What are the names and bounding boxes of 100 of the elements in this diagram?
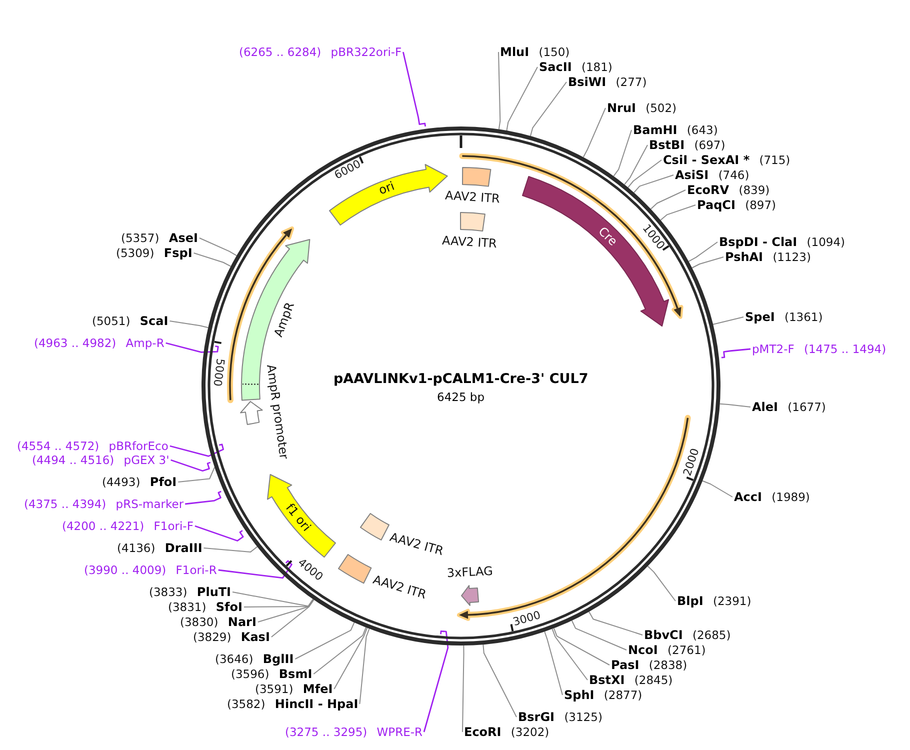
leader-line: [721, 348, 751, 358]
plasmid-size: 6425 bp: [437, 390, 485, 404]
leader-line: [166, 342, 219, 353]
primer-label: (6265 .. 6284) pBR322ori-F: [239, 45, 402, 59]
leader-line: [650, 190, 686, 210]
feature-label: Cre: [596, 224, 620, 249]
feature-label: ori: [378, 180, 397, 198]
restriction-site-label: MluI (150): [500, 45, 570, 59]
feature-label: 3xFLAG: [446, 564, 494, 581]
leader-line: [232, 592, 314, 607]
leader-line: [692, 256, 724, 268]
leader-line: [719, 403, 751, 408]
leader-line: [613, 130, 632, 177]
leader-line: [185, 490, 222, 505]
restriction-site-label: (3591) MfeI: [255, 682, 333, 696]
leader-line: [688, 242, 718, 262]
feature-label: f1 ori: [282, 502, 314, 535]
leader-line: [270, 599, 314, 638]
leader-line: [482, 644, 517, 718]
leader-line: [544, 631, 563, 696]
restriction-site-label: BlpI (2391): [677, 594, 752, 608]
restriction-site-label: AsiSI (746): [675, 168, 750, 182]
leader-line: [571, 620, 627, 650]
leader-line: [193, 252, 232, 267]
restriction-site-label: AccI (1989): [734, 490, 810, 504]
leader-line: [702, 480, 733, 498]
primer-label: (4554 .. 4572) pBRforEco: [17, 439, 168, 453]
leader-line: [334, 627, 368, 690]
leader-line: [257, 599, 314, 622]
scale-label: 5000: [210, 357, 226, 386]
primer-label: (4200 .. 4221) F1ori-F: [62, 519, 194, 533]
leader-line: [294, 622, 355, 660]
primer-label: (4375 .. 4394) pRS-marker: [24, 497, 184, 511]
restriction-site-label: BbvCI (2685): [644, 628, 731, 642]
leader-line: [633, 174, 674, 194]
leader-line: [530, 82, 567, 136]
restriction-site-label: CsiI - SexAI * (715): [663, 153, 790, 167]
leader-line: [712, 316, 744, 325]
restriction-site-label: SacII (181): [539, 60, 612, 74]
leader-line: [170, 444, 224, 457]
restriction-site-label: (3646) BglII: [215, 652, 294, 666]
scale-label: 2000: [681, 446, 702, 478]
leader-line: [178, 466, 216, 482]
leader-line: [359, 628, 370, 704]
restriction-site-label: BamHI (643): [633, 123, 718, 137]
feature-label: AAV2 ITR: [444, 190, 501, 207]
restriction-site-label: (3831) SfoI: [168, 600, 242, 614]
leader-line: [552, 628, 588, 680]
primer-label: (3275 .. 3295) WPRE-R: [285, 725, 422, 739]
primer-label: (3990 .. 4009) F1ori-R: [84, 563, 217, 577]
feature-label: AAV2 ITR: [441, 234, 497, 252]
restriction-site-label: (3833) PluTI: [149, 585, 232, 599]
leader-line: [582, 108, 606, 158]
leader-line: [660, 204, 696, 221]
leader-line: [498, 52, 501, 130]
leader-line: [647, 566, 676, 602]
leader-line: [423, 630, 449, 732]
restriction-site-label: (5309) FspI: [116, 246, 192, 260]
leader-line: [194, 525, 244, 542]
restriction-site-label: SphI (2877): [564, 688, 642, 702]
restriction-site-label: (5051) ScaI: [92, 314, 168, 328]
restriction-site-label: PasI (2838): [611, 658, 688, 672]
restriction-site-label: BsiWI (277): [568, 75, 647, 89]
restriction-site-label: (4136) DraIII: [117, 541, 202, 555]
restriction-site-label: AleI (1677): [752, 400, 826, 414]
leader-line: [624, 144, 648, 185]
restriction-site-label: (5357) AseI: [121, 231, 198, 245]
leader-line: [628, 160, 662, 188]
feature-label: AmpR: [272, 300, 298, 339]
leader-line: [243, 598, 314, 608]
restriction-site-label: BsrGI (3125): [518, 710, 602, 724]
restriction-site-label: BstBI (697): [649, 138, 726, 152]
restriction-site-label: BspDI - ClaI (1094): [719, 235, 846, 249]
leader-line: [218, 560, 292, 579]
restriction-site-label: BstXI (2845): [589, 673, 673, 687]
restriction-site-label: (4493) PfoI: [102, 475, 177, 489]
restriction-site-label: NcoI (2761): [628, 643, 706, 657]
feature-label: AAV2 ITR: [372, 573, 428, 602]
restriction-site-label: (3582) HincII - HpaI: [227, 697, 358, 711]
leader-line: [402, 52, 426, 127]
leader-line: [169, 320, 209, 328]
leader-line: [170, 459, 211, 472]
leader-line: [462, 645, 464, 732]
restriction-site-label: SpeI (1361): [745, 310, 823, 324]
restriction-site-label: NruI (502): [607, 101, 677, 115]
primer-label: (4963 .. 4982) Amp-R: [34, 336, 164, 350]
scale-label: 6000: [332, 158, 364, 183]
leader-line: [588, 611, 643, 636]
feature-label: AAV2 ITR: [388, 530, 445, 559]
restriction-site-label: (3830) NarI: [180, 615, 256, 629]
leader-line: [313, 626, 366, 674]
primer-label: (4494 .. 4516) pGEX 3': [32, 453, 170, 467]
restriction-site-label: (3829) KasI: [193, 630, 270, 644]
leader-line: [198, 238, 238, 256]
restriction-site-label: PaqCI (897): [697, 198, 776, 212]
restriction-site-label: EcoRI (3202): [464, 725, 550, 739]
primer-label: pMT2-F (1475 .. 1494): [752, 342, 886, 356]
leader-line: [553, 628, 610, 666]
scale-label: 3000: [512, 610, 542, 630]
restriction-site-label: (3596) BsmI: [231, 667, 312, 681]
